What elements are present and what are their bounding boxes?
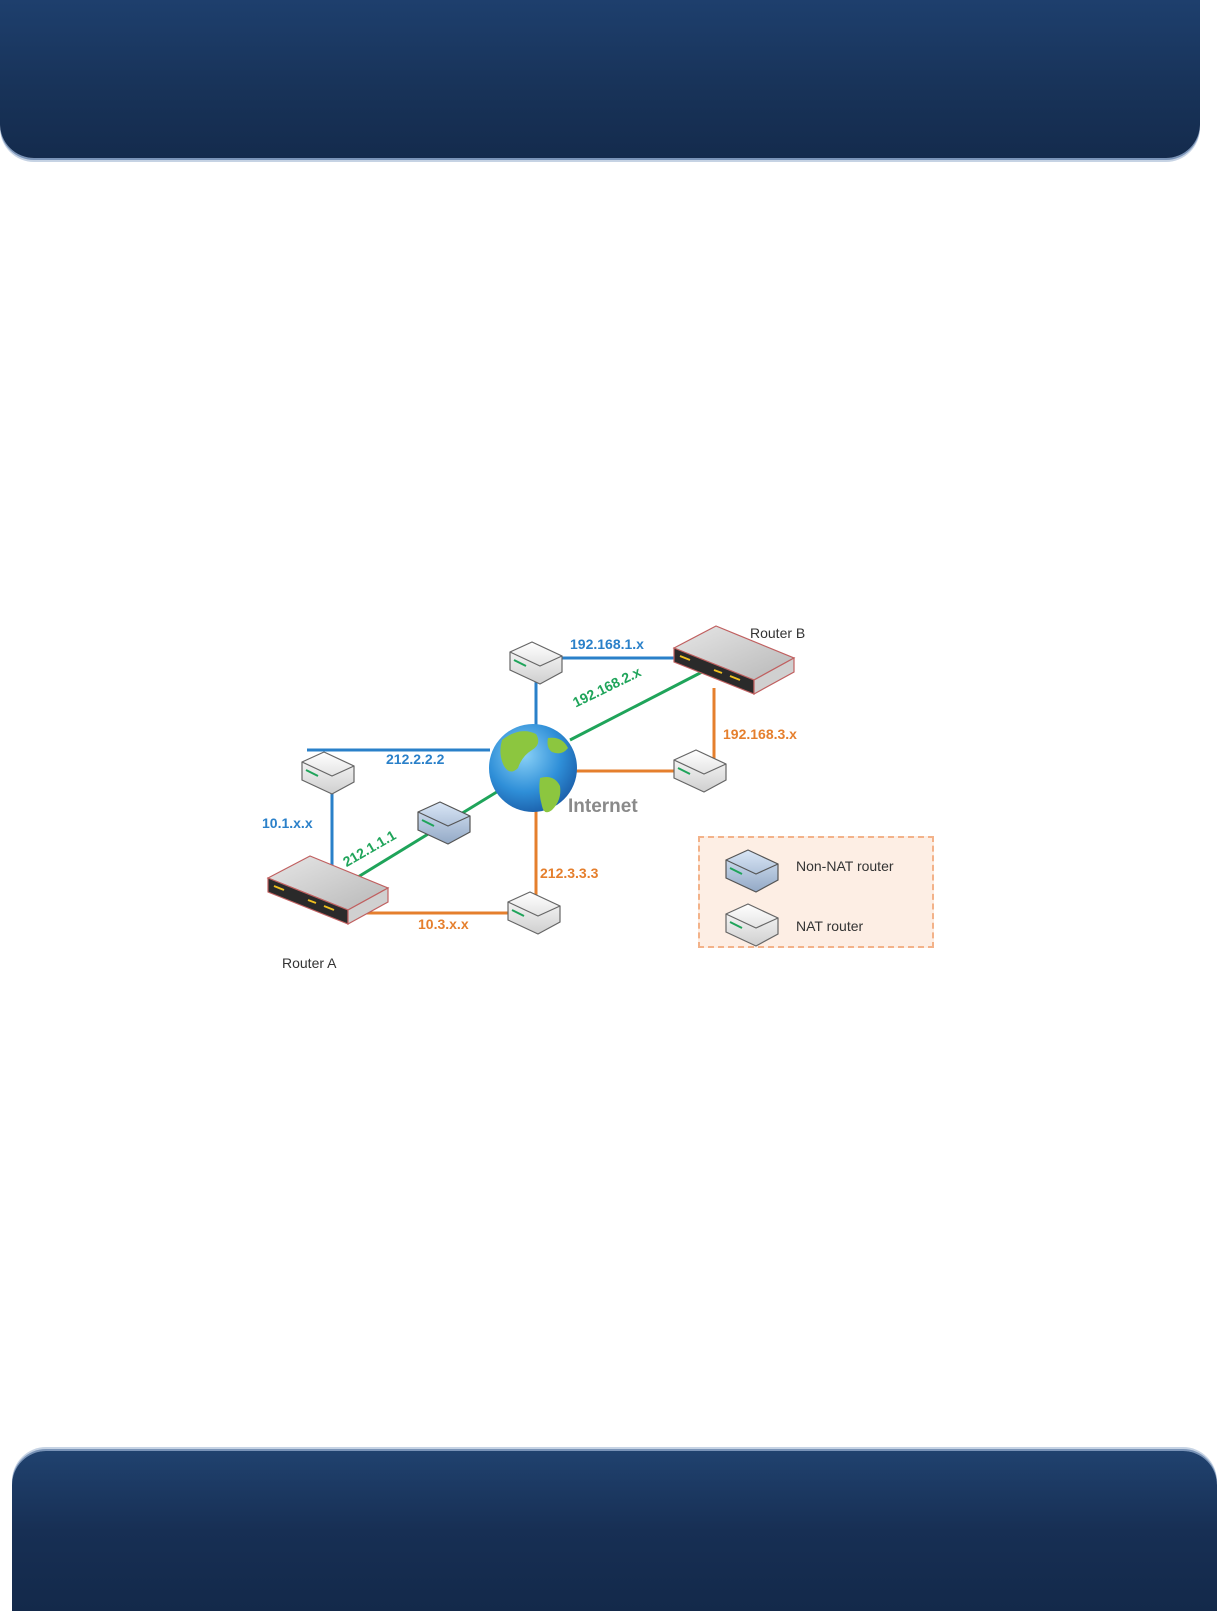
nat-router-icon <box>673 749 727 793</box>
legend-non-nat-label: Non-NAT router <box>796 858 894 874</box>
diagram-canvas <box>266 625 796 935</box>
legend-nat-label: NAT router <box>796 918 864 934</box>
nat-router-icon <box>509 641 563 685</box>
nat-router-icon <box>301 751 355 795</box>
label-212-2-2-2: 212.2.2.2 <box>386 751 445 767</box>
router-a-label: Router A <box>282 955 337 971</box>
legend-non-nat-router-icon <box>725 849 779 893</box>
router-a-device-icon <box>266 855 390 926</box>
legend-nat-router-icon <box>725 903 779 947</box>
nat-router-icon <box>507 891 561 935</box>
label-192-168-1: 192.168.1.x <box>570 636 644 652</box>
router-b-device-icon <box>672 625 796 696</box>
non-nat-router-icon <box>417 801 471 845</box>
label-10-3: 10.3.x.x <box>418 916 469 932</box>
internet-label: Internet <box>568 796 638 817</box>
label-192-168-3: 192.168.3.x <box>723 726 797 742</box>
network-diagram: 192.168.1.x 192.168.2.x 192.168.3.x 212.… <box>240 610 960 990</box>
header-band <box>0 0 1200 158</box>
internet-globe-icon <box>489 724 577 813</box>
label-212-3-3-3: 212.3.3.3 <box>540 865 599 881</box>
link-212-1-1-1 <box>339 788 501 890</box>
router-b-label: Router B <box>750 625 806 641</box>
label-10-1: 10.1.x.x <box>262 815 313 831</box>
link-192-168-2 <box>569 670 703 742</box>
legend-box: Non-NAT router NAT router <box>698 836 934 948</box>
footer-band <box>12 1451 1217 1611</box>
